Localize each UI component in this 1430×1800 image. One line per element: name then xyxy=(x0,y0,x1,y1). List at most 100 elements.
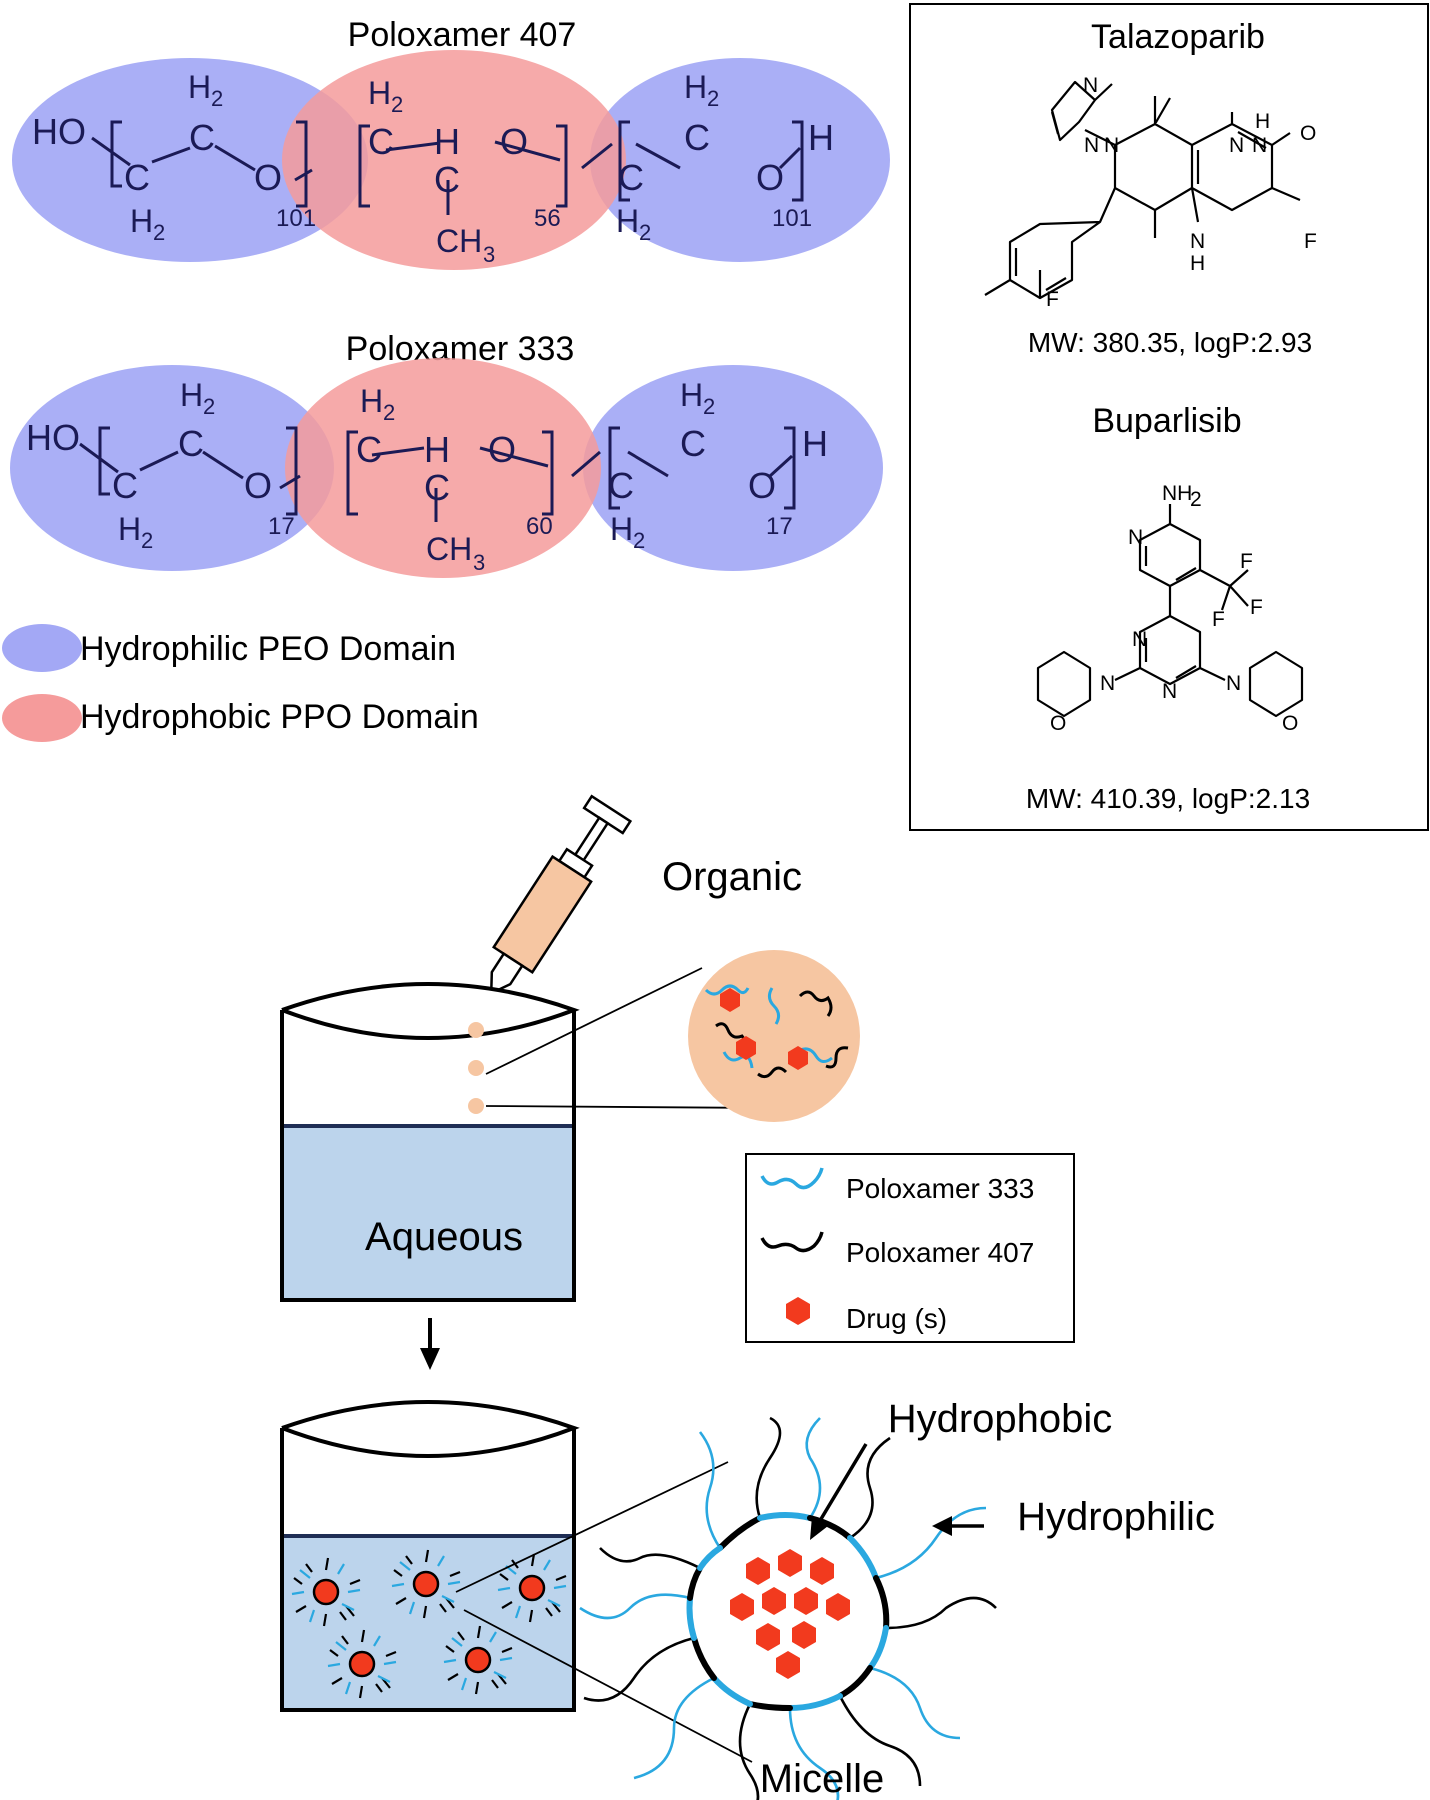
talazoparib-atom-n6: N xyxy=(1190,230,1205,253)
core-drug-10 xyxy=(776,1651,800,1679)
talazoparib-props: MW: 380.35, logP:2.93 xyxy=(1028,327,1312,358)
micelle-zoom-lines xyxy=(455,1461,753,1763)
buparlisib-atom-f3: F xyxy=(1212,608,1225,631)
p407-c2: C xyxy=(189,117,215,158)
p333-c4: C xyxy=(424,467,450,508)
inset-drug-2 xyxy=(736,1036,756,1060)
svg-text:CH: CH xyxy=(426,531,472,567)
buparlisib-atom-n2: N xyxy=(1132,628,1147,651)
inset-drug-3 xyxy=(788,1046,808,1070)
p407-peo-domain-left xyxy=(12,58,368,262)
p333-ppo-domain xyxy=(285,358,601,578)
svg-text:3: 3 xyxy=(483,242,495,267)
p333-ho: HO xyxy=(26,417,80,458)
svg-text:2: 2 xyxy=(153,220,165,245)
inset-drug-1 xyxy=(720,988,740,1012)
p333-o3: O xyxy=(748,465,776,506)
talazoparib-atom-n2: N xyxy=(1083,74,1098,97)
inset-poloxamer-333-a xyxy=(704,984,750,996)
hydrophobic-annotation: Hydrophobic xyxy=(810,1397,1112,1540)
svg-text:H: H xyxy=(118,511,141,547)
aqueous-label: Aqueous xyxy=(365,1215,523,1259)
p333-brackets xyxy=(98,426,796,516)
talazoparib-atom-n5: N xyxy=(1252,134,1267,157)
top-beaker: Aqueous xyxy=(280,982,580,1302)
inset-poloxamer-407-a xyxy=(798,990,833,1017)
small-micelle-2 xyxy=(391,1549,461,1619)
core-drug-4 xyxy=(730,1593,754,1621)
talazoparib-atom-n3: N xyxy=(1104,134,1119,157)
buparlisib-atom-nh2: NH2 xyxy=(1162,482,1202,511)
talazoparib-name: Talazoparib xyxy=(1091,18,1265,56)
core-drug-3 xyxy=(810,1557,834,1585)
p333-end-n: 17 xyxy=(766,513,793,540)
p407-ppo-n: 56 xyxy=(534,205,561,232)
legend-poloxamer-407-label: Poloxamer 407 xyxy=(846,1237,1034,1268)
syringe-barrel xyxy=(492,854,593,974)
buparlisib-atom-n4: N xyxy=(1100,672,1115,695)
svg-text:2: 2 xyxy=(141,528,153,553)
svg-text:H: H xyxy=(610,511,633,547)
bottom-beaker-rim xyxy=(281,1400,580,1458)
svg-text:2: 2 xyxy=(707,86,719,111)
drug-structures-panel: Talazoparib N N N N N H O N H F F MW: 38… xyxy=(909,3,1429,831)
buparlisib-atom-n3: N xyxy=(1162,680,1177,703)
buparlisib-atom-o1: O xyxy=(1050,712,1066,735)
buparlisib-atom-f1: F xyxy=(1240,550,1253,573)
component-legend: Poloxamer 333 Poloxamer 407 Drug (s) xyxy=(745,1153,1075,1343)
p333-peo-domain-right xyxy=(583,365,883,571)
svg-text:H: H xyxy=(616,203,639,239)
svg-text:H: H xyxy=(130,203,153,239)
p407-end-n: 101 xyxy=(772,205,812,232)
p407-h: H xyxy=(434,121,460,162)
syringe-plunger-rod xyxy=(572,816,610,864)
svg-text:H: H xyxy=(684,69,707,105)
svg-text:2: 2 xyxy=(383,400,395,425)
large-micelle xyxy=(579,1416,997,1800)
top-beaker-wall xyxy=(280,1010,576,1302)
organic-droplet-2 xyxy=(468,1060,484,1076)
p407-c1: C xyxy=(124,157,150,198)
micelle-drug-core xyxy=(730,1549,850,1679)
p407-peo-domain-right xyxy=(590,58,890,262)
syringe-plunger-cap xyxy=(582,794,633,835)
buparlisib-double-bonds xyxy=(1144,546,1197,679)
p407-c5: C xyxy=(618,157,644,198)
peo-legend-swatch xyxy=(2,624,82,672)
organic-droplet-inset xyxy=(688,950,860,1122)
p333-o1: O xyxy=(244,465,272,506)
p407-c4: C xyxy=(434,159,460,200)
p333-h-end: H xyxy=(802,423,828,464)
core-drug-6 xyxy=(794,1587,818,1615)
talazoparib-atom-h2: H xyxy=(1190,252,1205,275)
p333-c1: C xyxy=(112,465,138,506)
organic-zoom-lines xyxy=(485,967,771,1109)
svg-text:H: H xyxy=(180,377,203,413)
micelle-hydrophobic-core-shell xyxy=(686,1512,890,1711)
talazoparib-atom-f1: F xyxy=(1304,230,1317,253)
p407-o3: O xyxy=(756,157,784,198)
inset-poloxamer-333-b xyxy=(767,987,781,1025)
p407-o1: O xyxy=(254,157,282,198)
p333-c6: C xyxy=(680,423,706,464)
peo-legend-label: Hydrophilic PEO Domain xyxy=(80,630,456,668)
small-micelle-4 xyxy=(327,1629,397,1699)
top-beaker-rim xyxy=(281,982,580,1040)
drug-panel-border xyxy=(909,3,1429,831)
organic-label: Organic xyxy=(662,855,802,899)
p407-brackets xyxy=(110,120,804,208)
core-drug-2 xyxy=(778,1549,802,1577)
p407-c6: C xyxy=(684,117,710,158)
poloxamer-407-title: Poloxamer 407 xyxy=(348,16,577,54)
